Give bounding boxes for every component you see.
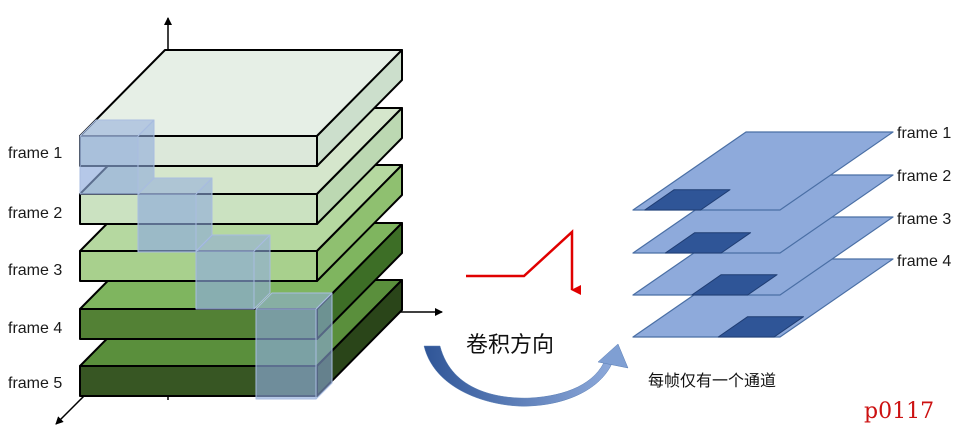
right-frame-label-1: frame 1 [897, 125, 951, 142]
right-plane-1 [632, 131, 894, 211]
kernel-cube-side-4 [315, 292, 333, 400]
convolution-arc-arrow [423, 343, 629, 407]
left-frame-stack [79, 49, 403, 397]
right-plane-patch-4 [717, 316, 804, 338]
arc-arrowhead [597, 343, 629, 369]
right-frame-label-4: frame 4 [897, 253, 951, 270]
kernel-cube-front-2 [137, 193, 197, 253]
left-frame-label-5: frame 5 [8, 375, 62, 392]
kernel-cube-3 [195, 234, 271, 310]
left-frame-label-2: frame 2 [8, 205, 62, 222]
right-plane-patch-2 [664, 232, 752, 254]
right-frame-labels: frame 1 frame 2 frame 3 frame 4 [897, 125, 951, 270]
left-frame-label-1: frame 1 [8, 145, 62, 162]
kernel-cube-front-1 [79, 135, 139, 195]
right-plane-patch-1 [644, 189, 731, 211]
kernel-cubes [79, 119, 333, 400]
kernel-cube-1 [79, 119, 155, 195]
right-frame-label-3: frame 3 [897, 211, 951, 228]
right-frame-label-2: frame 2 [897, 168, 951, 185]
left-frame-labels: frame 1 frame 2 frame 3 frame 4 frame 5 [8, 145, 62, 392]
zigzag-line [466, 229, 581, 295]
single-channel-caption: 每帧仅有一个通道 [648, 371, 776, 390]
right-frame-stack [632, 131, 894, 338]
kernel-cube-front-3 [195, 250, 255, 310]
watermark-text: p0117 [864, 399, 934, 424]
kernel-cube-front-4 [255, 308, 317, 400]
convolution-zigzag [466, 229, 581, 295]
kernel-cube-2 [137, 177, 213, 253]
left-frame-label-3: frame 3 [8, 262, 62, 279]
kernel-cube-4 [255, 292, 333, 400]
right-plane-patch-3 [691, 274, 778, 296]
convolution-direction-label: 卷积方向 [466, 333, 554, 358]
left-frame-label-4: frame 4 [8, 320, 62, 337]
